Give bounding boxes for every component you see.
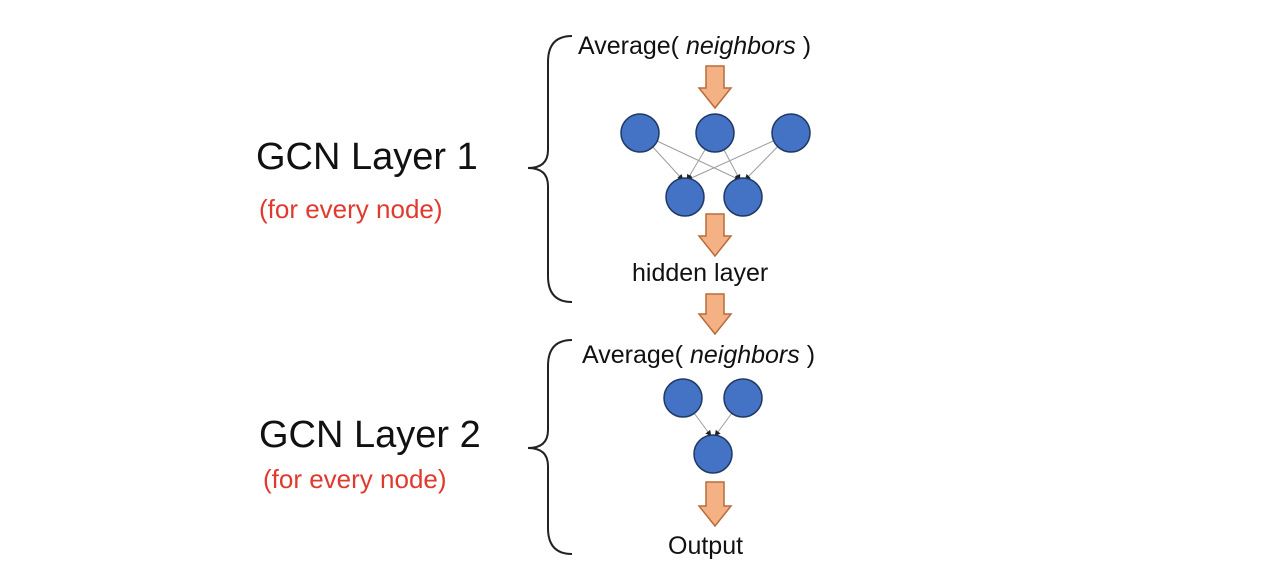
layer2-input-label: Average( neighbors )	[582, 341, 815, 370]
layer2-subtitle: (for every node)	[263, 464, 447, 494]
input-node	[695, 113, 735, 153]
hidden-node	[665, 177, 705, 217]
layer1-title: GCN Layer 1	[256, 136, 478, 178]
down-arrow	[697, 481, 733, 528]
flow-arrows	[697, 65, 733, 528]
down-arrow	[697, 213, 733, 258]
closing-paren: )	[806, 341, 816, 369]
input-node	[771, 113, 811, 153]
layer1-subtitle: (for every node)	[259, 194, 443, 224]
input-node	[723, 378, 763, 418]
layer1-input-label: Average( neighbors )	[578, 32, 811, 61]
input-node	[620, 113, 660, 153]
input-node	[663, 378, 703, 418]
neighbors-argument: neighbors	[689, 341, 800, 369]
layer1-nodes	[620, 113, 811, 217]
layer2-title: GCN Layer 2	[259, 414, 481, 456]
layer1-brace	[527, 35, 573, 303]
layer2-brace	[527, 339, 573, 555]
hidden-node	[723, 177, 763, 217]
average-function: Average(	[582, 341, 683, 369]
output-node	[693, 434, 733, 474]
closing-paren: )	[802, 32, 812, 60]
down-arrow	[697, 293, 733, 336]
hidden-layer-label: hidden layer	[632, 259, 769, 287]
average-function: Average(	[578, 32, 679, 60]
down-arrow	[697, 65, 733, 110]
layer2-nodes	[663, 378, 763, 474]
output-label: Output	[668, 532, 744, 560]
neighbors-argument: neighbors	[685, 32, 796, 60]
